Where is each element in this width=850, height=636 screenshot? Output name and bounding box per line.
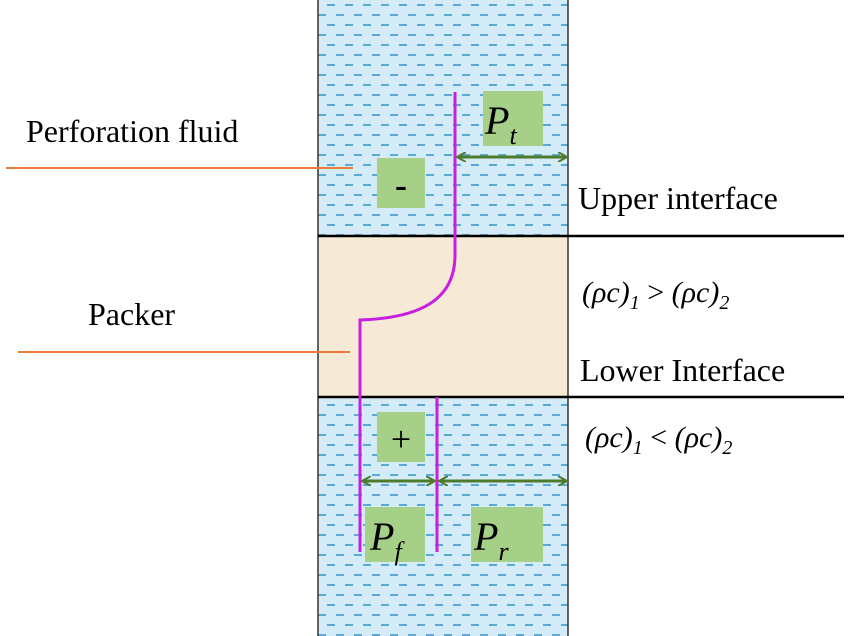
- minus-sign: -: [395, 165, 407, 205]
- plus-sign: +: [391, 419, 411, 459]
- incident-pressure-label: Pf: [369, 514, 405, 566]
- packer-label: Packer: [88, 296, 175, 332]
- wave-profile-line: [358, 92, 457, 552]
- lower-interface-label: Lower Interface: [580, 352, 785, 388]
- perforation-fluid-label: Perforation fluid: [26, 113, 238, 149]
- reflected-pressure-label: Pr: [473, 514, 509, 566]
- upper-impedance-relation: (ρc)1 > (ρc)2: [582, 276, 729, 314]
- plus-sign-box: [377, 412, 425, 462]
- incident-pressure-box: [365, 507, 425, 562]
- lower-impedance-relation: (ρc)1 < (ρc)2: [585, 421, 732, 459]
- reflected-pressure-box: [471, 507, 543, 562]
- upper-interface-label: Upper interface: [578, 180, 778, 216]
- packer-region: [318, 236, 568, 397]
- transmitted-pressure-box: [483, 91, 543, 146]
- transmitted-pressure-label: Pt: [484, 98, 517, 150]
- minus-sign-box: [377, 158, 425, 208]
